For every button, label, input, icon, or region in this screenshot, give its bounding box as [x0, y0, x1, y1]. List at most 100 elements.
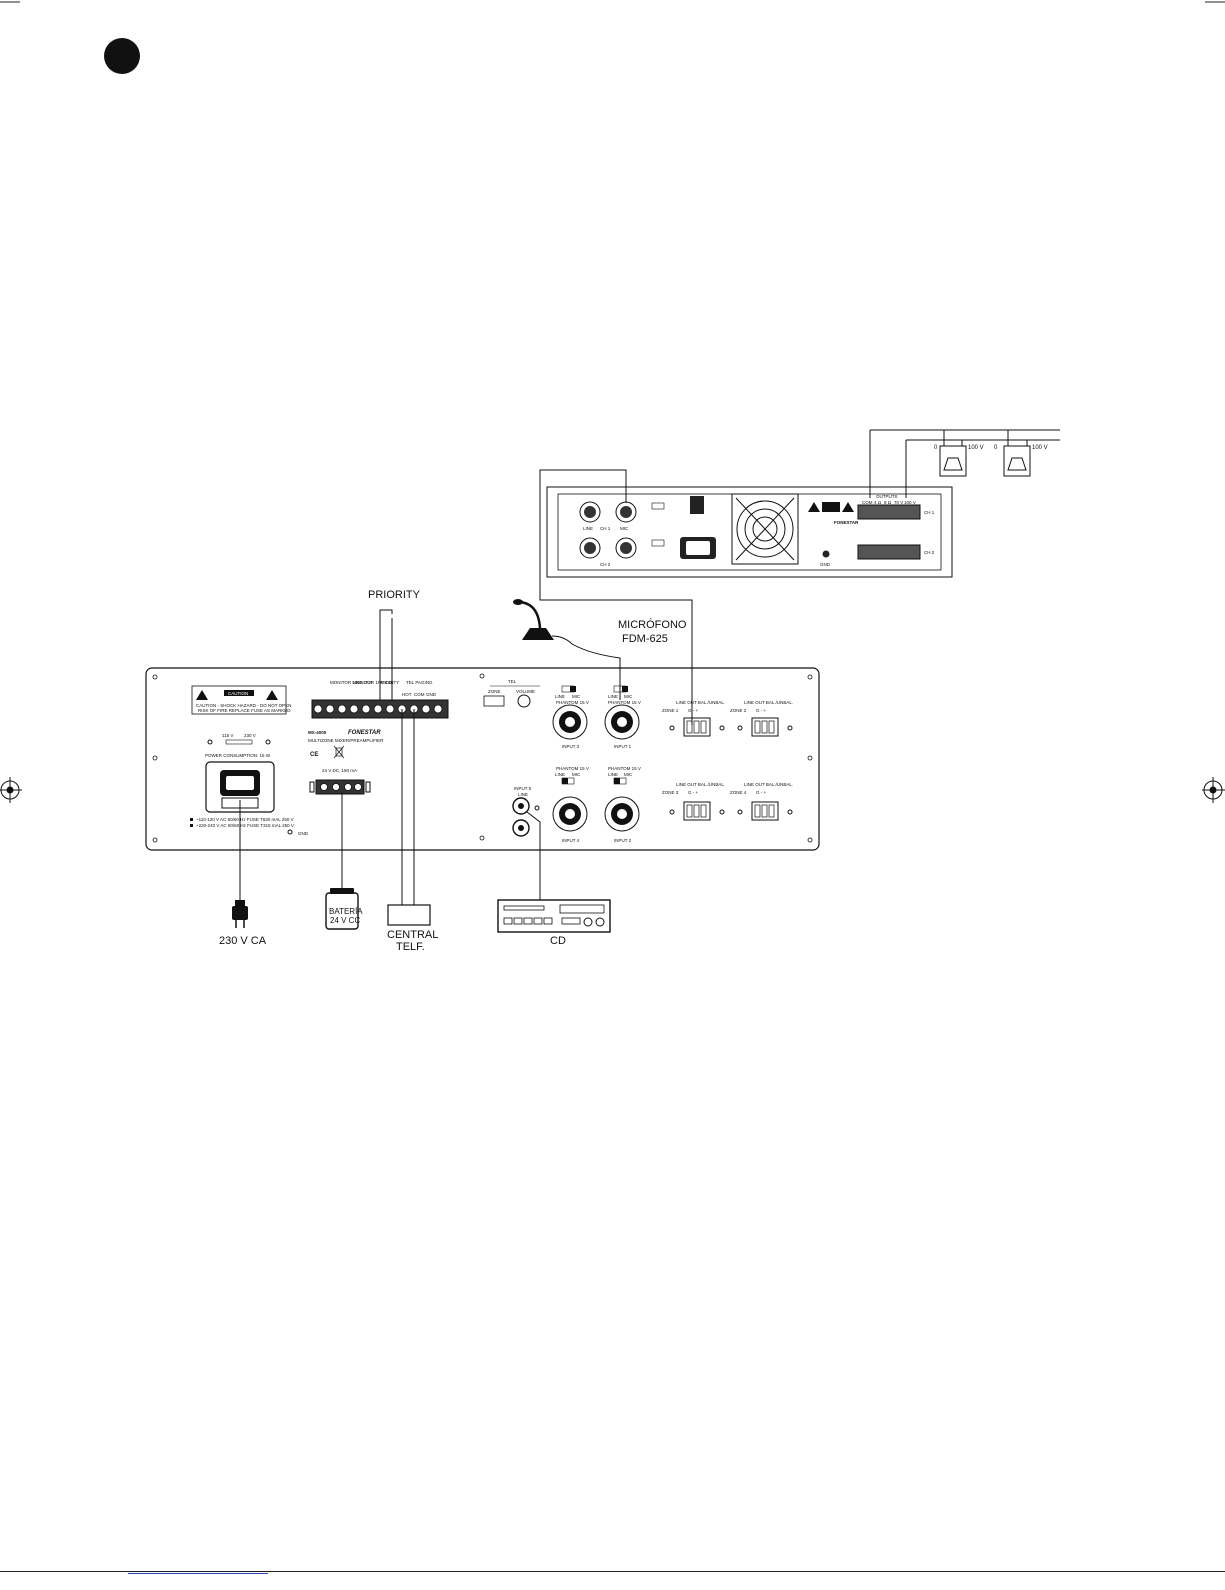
phone-exchange-line2: TELF. — [396, 941, 425, 953]
phone-exchange-box — [387, 904, 431, 926]
phantom-text: PHANTOM 15 V — [556, 700, 589, 705]
input-3-combo-jack: LINE MIC PHANTOM 15 V INPUT 3 — [552, 685, 589, 749]
mic-text: MIC — [572, 772, 581, 777]
brand-text: FONESTAR — [834, 520, 859, 525]
gnd-text: GND — [298, 831, 309, 836]
input4-text: INPUT 4 — [562, 838, 580, 843]
zone4-text: ZONE 4 — [730, 790, 747, 795]
microphone-title: MICRÓFONO — [618, 618, 687, 631]
volt-230-text: 230 V — [244, 733, 256, 738]
input5-line-text: LINE — [518, 792, 528, 797]
zone-text: ZONE — [488, 689, 501, 694]
dc-input-terminal — [309, 779, 371, 795]
priority-text: PRIORITY — [378, 680, 399, 685]
battery-voltage: 24 V CC — [330, 916, 360, 925]
phantom-text: PHANTOM 15 V — [608, 700, 641, 705]
mic-text: MIC — [572, 694, 581, 699]
model-text: MX-4000 — [308, 730, 327, 735]
amp-power-inlet — [680, 537, 716, 559]
input2-text: INPUT 2 — [614, 838, 632, 843]
gooseneck-microphone — [513, 599, 621, 700]
fuse-note-2-text: ~220-240 V AC 50/60 Hz FUSE T315 mAL 250… — [196, 823, 294, 828]
line-out-bal-text: LINE OUT BAL./UNBAL. — [744, 700, 793, 705]
mic-text: MIC — [624, 772, 633, 777]
footer-rule — [0, 1571, 1225, 1572]
line-text: LINE — [555, 772, 565, 777]
ch2-text: CH 2 — [924, 550, 935, 555]
battery-icon — [325, 888, 359, 930]
mixer-power-inlet — [205, 761, 275, 813]
fuse-note-1-text: ~110-120 V AC 50/60 Hz FUSE T630 mAL 250… — [196, 817, 294, 822]
ch1-text: CH 1 — [924, 510, 935, 515]
zone1-to-amplifier-cable — [539, 469, 693, 725]
phone-exchange-line1: CENTRAL — [387, 929, 438, 941]
ce-mark: CE — [310, 752, 318, 758]
input-2-combo-jack: PHANTOM 15 V LINE MIC INPUT 2 — [604, 766, 641, 843]
amp-output-terminal-ch2: CH 2 — [857, 544, 935, 560]
xlr-connector-mic-ch2 — [615, 537, 637, 559]
xlr-connector-line-ch2 — [579, 537, 601, 559]
line-out-bal-text: LINE OUT BAL./UNBAL. — [676, 700, 725, 705]
input-1-combo-jack: LINE MIC PHANTOM 15 V INPUT 1 — [604, 685, 641, 749]
tel-paging-text: TEL PAGING — [406, 680, 433, 685]
dc-in-text: 24 V DC, 150 mA — [322, 768, 357, 773]
line-text: LINE — [555, 694, 565, 699]
line-out-zone-1: LINE OUT BAL./UNBAL. ZONE 1 G - + — [662, 700, 725, 737]
line-text: LINE — [608, 772, 618, 777]
tel-paging-cable — [401, 709, 415, 905]
com-text: COM — [414, 692, 425, 697]
pins-text: G - + — [688, 708, 698, 713]
gnd-text: GND — [820, 562, 831, 567]
ch1-text: CH 1 — [600, 526, 611, 531]
fan-grille-icon — [731, 493, 799, 565]
caution-label: CAUTION CAUTION - SHOCK HAZARD - DO NOT … — [191, 685, 291, 715]
out-100v-text: 100 V — [904, 500, 916, 505]
out-4ohm-text: 4 Ω — [874, 500, 882, 505]
line-text: LINE — [608, 694, 618, 699]
subtitle-text: MULTIZONE MIXER/PREAMPLIFIER — [308, 738, 384, 743]
speaker-line-wiring — [869, 429, 1060, 498]
caution-text-2-text: RISK OF FIRE REPLACE FUSE AS MARKED — [198, 708, 291, 713]
line-out-zone-4: LINE OUT BAL./UNBAL. ZONE 4 G - + — [730, 782, 793, 821]
line-out-bal-text: LINE OUT BAL./UNBAL. — [744, 782, 793, 787]
microphone-model: FDM-625 — [622, 633, 668, 645]
speaker-2-tap-volt-text: 100 V — [1032, 445, 1048, 451]
input-4-combo-jack: PHANTOM 15 V LINE MIC INPUT 4 — [552, 766, 589, 843]
zone1-text: ZONE 1 — [662, 708, 679, 713]
section-bullet-icon — [104, 38, 140, 74]
mic-text: MIC — [624, 694, 633, 699]
amplifier-rear-panel: LINE MIC CH 1 CH 2 FONESTAR GND OUTP — [546, 486, 953, 578]
footer-link-underline — [128, 1573, 268, 1574]
caution-title-text: CAUTION — [228, 691, 248, 696]
registration-mark-left — [0, 777, 22, 803]
ch2-text: CH 2 — [600, 562, 611, 567]
cd-player-icon — [497, 899, 611, 933]
registration-mark-right — [1202, 777, 1225, 803]
power-consumption-text: POWER CONSUMPTION: 15 W — [205, 753, 271, 758]
volume-text: VOLUME — [516, 689, 535, 694]
monitor-line-out-text: MONITOR LINE OUT — [330, 680, 373, 685]
out-70v-text: 70 V — [894, 500, 903, 505]
amp-line-label: LINE — [583, 526, 593, 531]
line-out-zone-3: LINE OUT BAL./UNBAL. ZONE 3 G - + — [662, 782, 725, 821]
tel-text: TEL — [508, 679, 517, 684]
amp-mic-label: MIC — [620, 526, 629, 531]
input1-text: INPUT 1 — [614, 744, 632, 749]
pins-text: G - + — [688, 790, 698, 795]
input-5-rca-jacks: INPUT 5 LINE — [512, 786, 540, 837]
out-8ohm-text: 8 Ω — [884, 500, 892, 505]
speaker-1: 0 100 V — [934, 445, 984, 477]
caution-text-1-text: CAUTION - SHOCK HAZARD - DO NOT OPEN — [196, 703, 291, 708]
tel-gnd-text: GND — [426, 692, 437, 697]
weee-bin-icon — [333, 745, 345, 759]
input3-text: INPUT 3 — [562, 744, 580, 749]
cd-label: CD — [550, 935, 566, 947]
tel-zone-dip-switch — [483, 695, 505, 707]
hot-text: HOT — [402, 692, 412, 697]
input5-text: INPUT 5 — [514, 786, 532, 791]
mixer-rear-panel: CAUTION CAUTION - SHOCK HAZARD - DO NOT … — [145, 667, 820, 851]
priority-contact-wiring — [379, 609, 393, 706]
cd-cable — [526, 811, 541, 900]
